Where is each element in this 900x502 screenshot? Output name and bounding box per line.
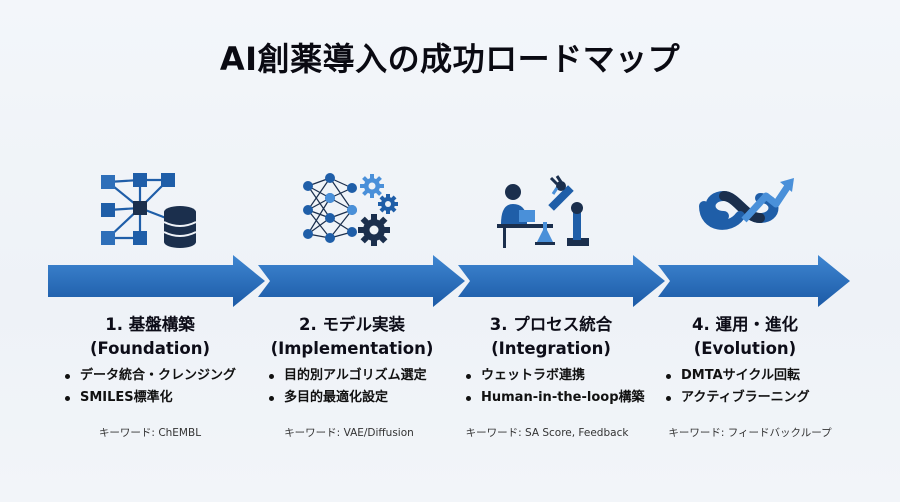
stage-4-title: 4. 運用・進化 (Evolution) (645, 313, 845, 361)
stage-1-heading: 1. 基盤構築 (105, 315, 195, 334)
stage-2-keyword: キーワード: VAE/Diffusion (284, 427, 414, 439)
stage-1-keyword: キーワード: ChEMBL (98, 427, 202, 439)
list-item: ウェットラボ連携 (465, 365, 645, 387)
stage-3-bullets: ウェットラボ連携 Human-in-the-loop構築 (465, 365, 645, 409)
arrow-stage-4 (658, 255, 850, 307)
list-item: 多目的最適化設定 (268, 387, 427, 409)
stage-1-bullets: データ統合・クレンジング SMILES標準化 (64, 365, 236, 409)
stage-4-heading: 4. 運用・進化 (692, 315, 798, 334)
list-item: SMILES標準化 (64, 387, 236, 409)
stage-2-heading: 2. モデル実装 (299, 315, 405, 334)
stage-3-subtitle: (Integration) (491, 339, 611, 358)
stage-4-subtitle: (Evolution) (693, 339, 797, 358)
arrow-stage-3 (458, 255, 665, 307)
stage-1-title: 1. 基盤構築 (Foundation) (50, 313, 250, 361)
page-title: AI創薬導入の成功ロードマップ (219, 40, 681, 78)
infinity-growth-icon (699, 178, 794, 230)
network-database-icon (101, 173, 197, 248)
stage-3-heading: 3. プロセス統合 (489, 315, 613, 334)
stage-1-subtitle: (Foundation) (89, 339, 211, 358)
arrow-stage-1 (48, 255, 265, 307)
stage-3-title: 3. プロセス統合 (Integration) (451, 313, 651, 361)
arrow-stage-2 (258, 255, 465, 307)
list-item: 目的別アルゴリズム選定 (268, 365, 427, 387)
list-item: Human-in-the-loop構築 (465, 387, 645, 409)
list-item: DMTAサイクル回転 (665, 365, 810, 387)
list-item: アクティブラーニング (665, 387, 810, 409)
list-item: データ統合・クレンジング (64, 365, 236, 387)
neural-network-gears-icon (303, 173, 398, 246)
stage-3-keyword: キーワード: SA Score, Feedback (465, 427, 629, 439)
stage-4-keyword: キーワード: フィードバックループ (668, 427, 832, 439)
stage-2-title: 2. モデル実装 (Implementation) (252, 313, 452, 361)
stage-2-subtitle: (Implementation) (270, 339, 434, 358)
scientist-robot-arm-icon (497, 175, 589, 248)
stage-2-bullets: 目的別アルゴリズム選定 多目的最適化設定 (268, 365, 427, 409)
stage-4-bullets: DMTAサイクル回転 アクティブラーニング (665, 365, 810, 409)
